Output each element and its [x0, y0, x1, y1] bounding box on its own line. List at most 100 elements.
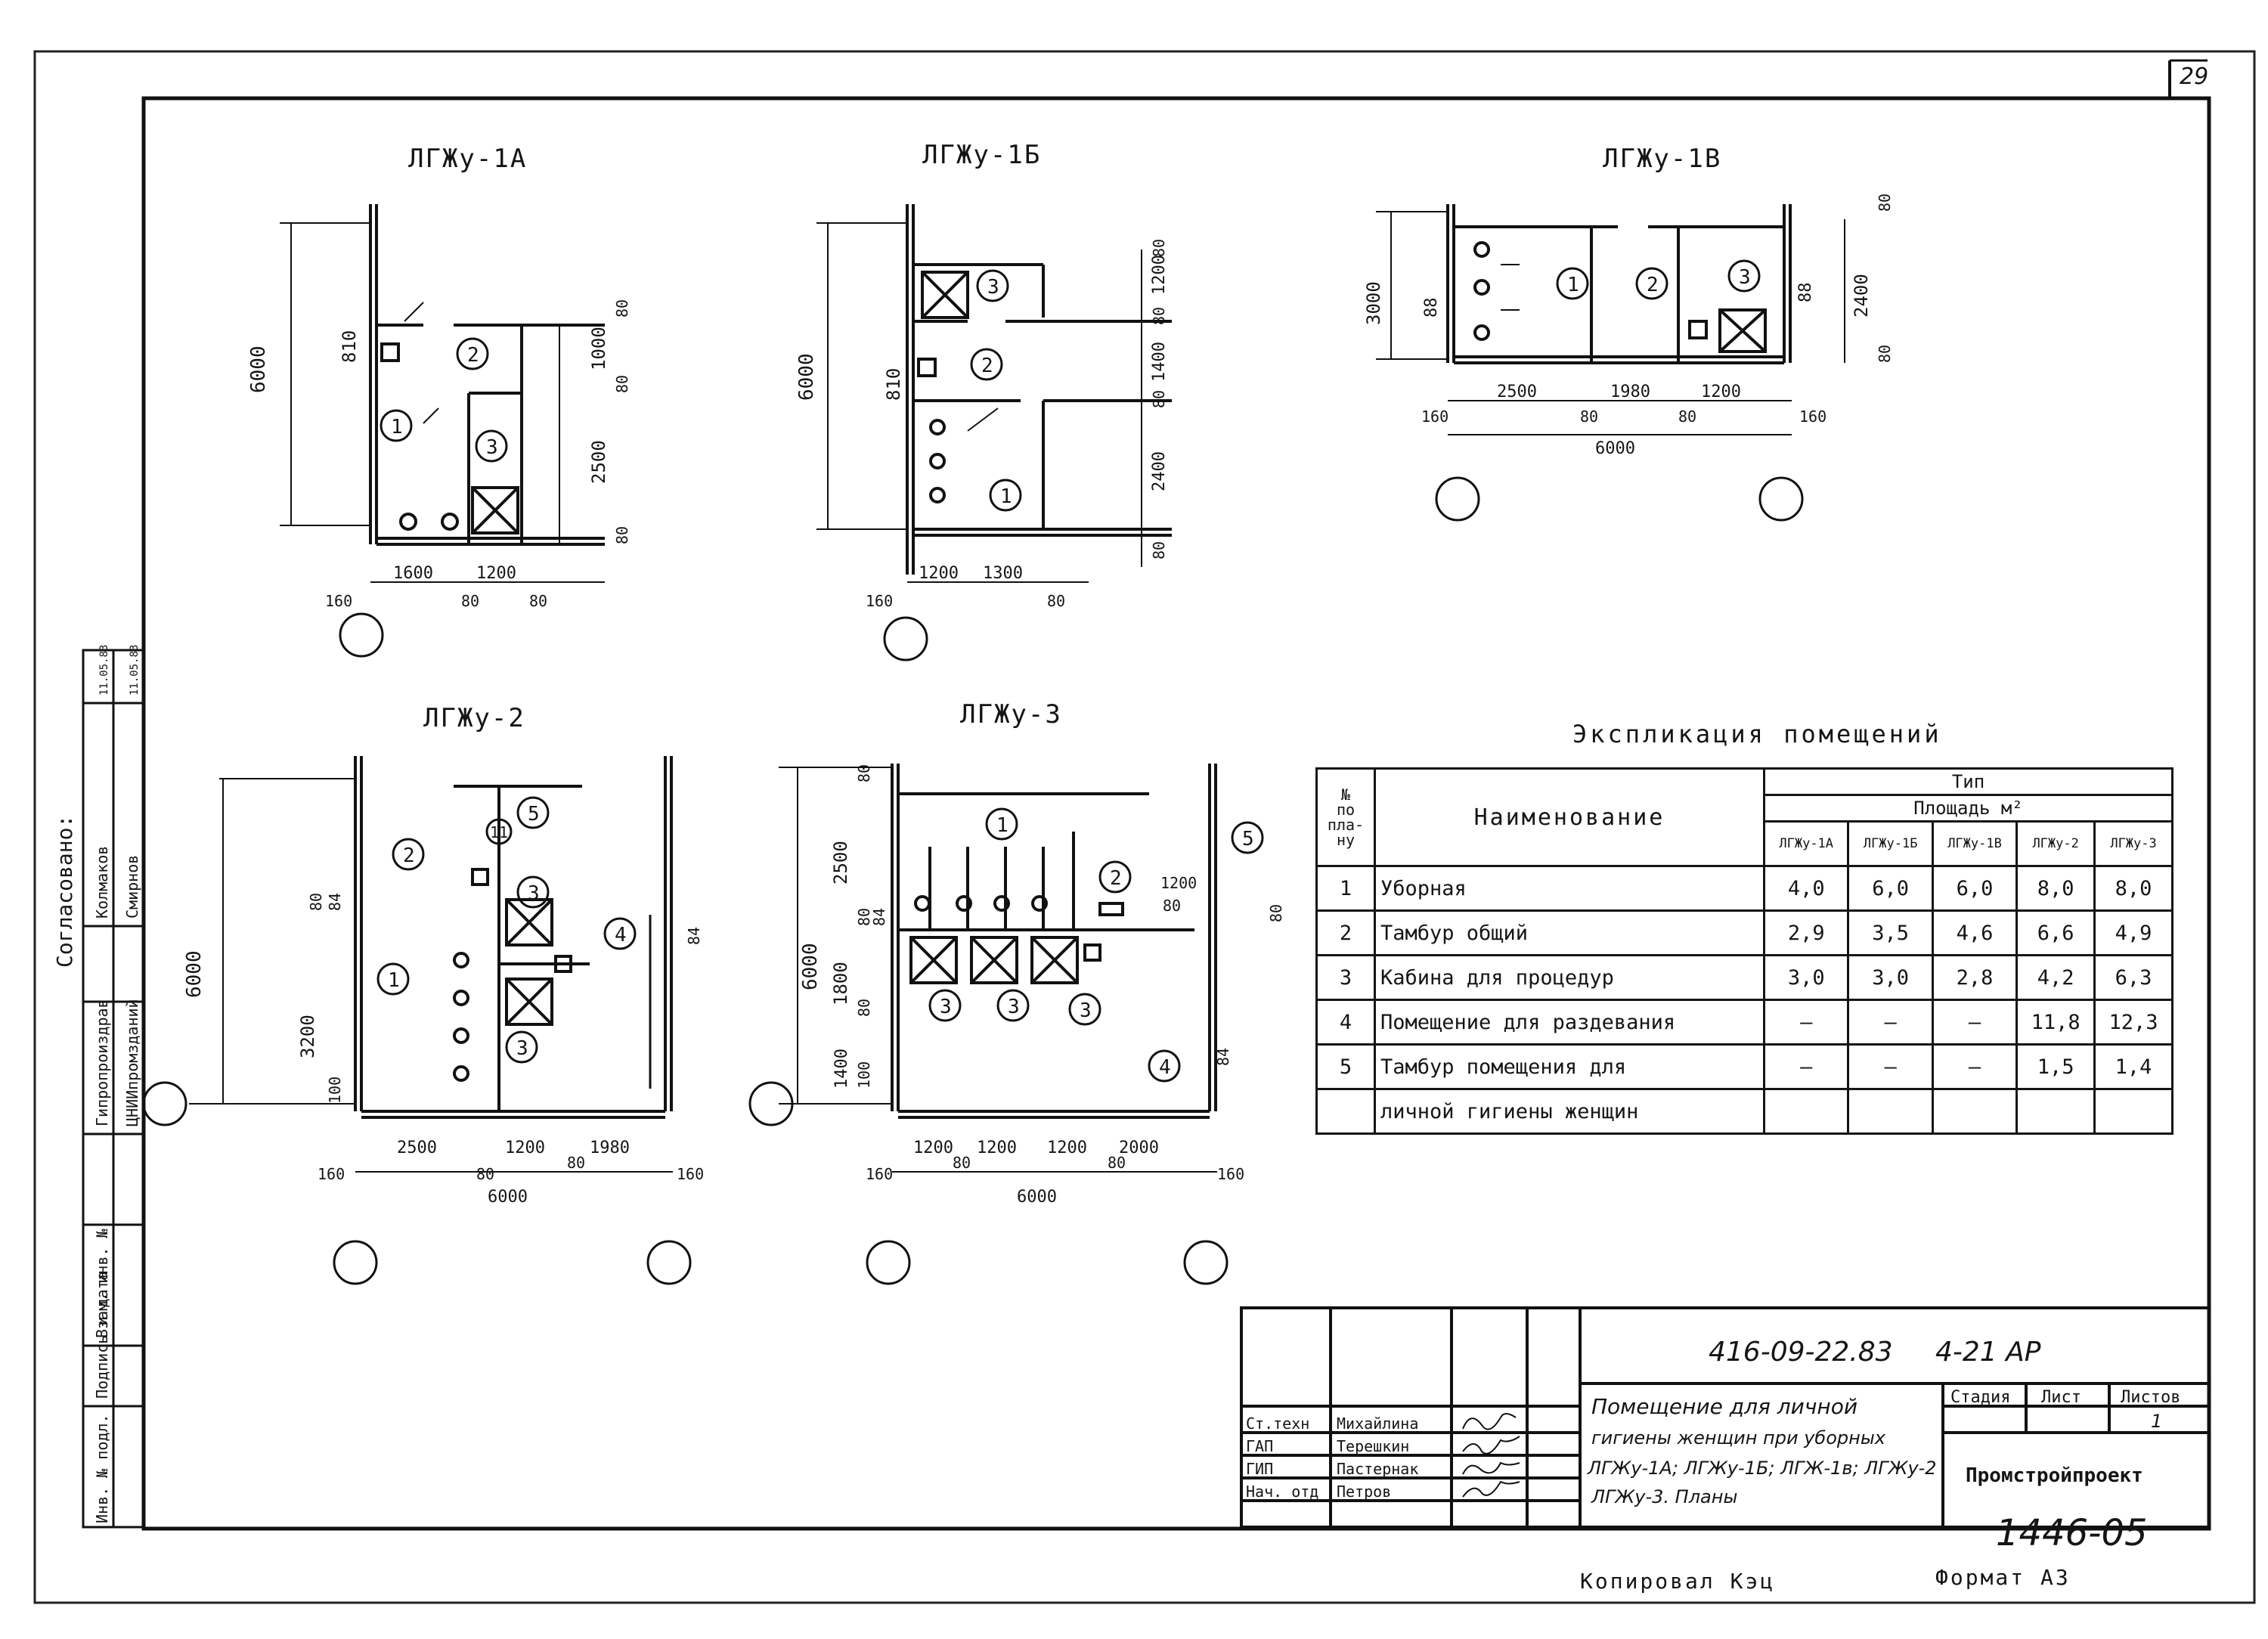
dim-label: 1200	[1150, 255, 1169, 295]
explication-table: № по пла- ну Наименование Тип Площадь м²…	[1315, 767, 2174, 1135]
table-types-row: ЛГЖу-1А ЛГЖу-1Б ЛГЖу-1В ЛГЖу-2 ЛГЖу-3	[1317, 820, 2174, 867]
dim-label: 80	[1163, 897, 1181, 915]
row-value: 4,2	[2015, 954, 2096, 1001]
staff-name-3: Пастернак	[1337, 1460, 1418, 1478]
row-value: 12,3	[2093, 999, 2174, 1046]
row-name: Уборная	[1374, 865, 1765, 912]
dim-label: 1400	[832, 1049, 851, 1089]
staff-role-4: Нач. отд	[1246, 1483, 1318, 1501]
row-value: 3,0	[1762, 954, 1850, 1001]
table-row: 2 Тамбур общий 2,9 3,5 4,6 6,6 4,9	[1315, 909, 2174, 956]
dim-label: 1980	[590, 1139, 630, 1157]
dim-label: 80	[1047, 592, 1065, 610]
room-5-label: 5	[1242, 828, 1254, 850]
room-11-label: 11	[490, 823, 508, 841]
row-value: 1,5	[2015, 1043, 2096, 1090]
row-value: 6,0	[1931, 865, 2019, 912]
room-3b-label: 3	[516, 1037, 528, 1060]
type-col-header: ЛГЖу-1А	[1762, 820, 1850, 867]
desc-line-1: Помещение для личной	[1591, 1394, 1857, 1419]
dim-label: 80	[307, 893, 325, 911]
plan-3-title: ЛГЖу-3	[960, 699, 1062, 730]
dim-label: 3200	[297, 1015, 318, 1058]
dim-label: 80	[1150, 390, 1168, 408]
staff-role-3: ГИП	[1246, 1460, 1273, 1478]
plan-1v-drawing: 1 2 3 3000 88 88 2400 80 80 2500 1980 12…	[1363, 194, 1894, 522]
staff-role-2: ГАП	[1246, 1437, 1273, 1455]
copied-by: Копировал Кэц	[1580, 1569, 1776, 1594]
row-value: 8,0	[2015, 865, 2096, 912]
dim-label: 1200	[1701, 383, 1741, 401]
dim-label: 80	[476, 1165, 494, 1183]
staff-role-1: Ст.техн	[1246, 1414, 1309, 1433]
dim-label: 160	[866, 592, 893, 610]
name-header: Наименование	[1374, 767, 1765, 867]
dim-label: 80	[1876, 345, 1894, 363]
row-value: —	[1847, 999, 1934, 1046]
sheets-label: Листов	[2121, 1388, 2180, 1407]
desc-line-2: гигиены женщин при уборных	[1591, 1427, 1886, 1448]
dim-label: 6000	[183, 950, 206, 998]
dim-label: 3000	[1363, 281, 1384, 325]
dim-label: 810	[339, 330, 360, 363]
dim-label: 80	[855, 999, 873, 1017]
dim-label: 6000	[799, 943, 822, 990]
dim-label: 1600	[393, 564, 433, 583]
dim-label: 88	[1796, 283, 1815, 303]
table-row: личной гигиены женщин	[1315, 1088, 2174, 1135]
sheet-label: Лист	[2041, 1388, 2081, 1407]
dim-label: 80	[529, 592, 547, 610]
row-name: Тамбур помещения для	[1374, 1043, 1765, 1090]
dim-label: 80	[613, 526, 631, 544]
field-replace: Взам. инв. №	[93, 1228, 111, 1338]
table-row: 3 Кабина для процедур 3,0 3,0 2,8 4,2 6,…	[1315, 954, 2174, 1001]
sheet-format: Формат А3	[1935, 1565, 2071, 1590]
row-value: 1,4	[2093, 1043, 2174, 1090]
dim-label: 100	[326, 1077, 344, 1104]
sheets-value: 1	[2151, 1411, 2162, 1432]
row-name: Тамбур общий	[1374, 909, 1765, 956]
type-col-header: ЛГЖу-2	[2015, 820, 2096, 867]
row-value: —	[1931, 999, 2019, 1046]
table-header-row: № по пла- ну Наименование Тип	[1315, 767, 2174, 867]
dim-label: 1200	[505, 1139, 545, 1157]
row-value: 4,9	[2093, 909, 2174, 956]
dim-label: 84	[1214, 1048, 1232, 1066]
row-value: 6,6	[2015, 909, 2096, 956]
dim-label: 2500	[397, 1139, 437, 1157]
plan-2-drawing: 2 1 5 11 3 3 4 6000 80 84 3200 100 84 25…	[142, 756, 704, 1285]
row-value: 3,0	[1847, 954, 1934, 1001]
row-value	[1931, 1088, 2019, 1135]
dim-label: 1200	[919, 564, 959, 583]
row-value: —	[1762, 999, 1850, 1046]
row-value: 8,0	[2093, 865, 2174, 912]
doc-code: 416-09-22.83	[1709, 1337, 1893, 1368]
dim-label: 88	[1422, 298, 1441, 318]
room-1-label: 1	[1000, 485, 1012, 508]
dim-label: 160	[866, 1165, 893, 1183]
dim-label: 160	[318, 1165, 345, 1183]
dim-label: 1200	[476, 564, 516, 583]
dim-label: 2000	[1119, 1139, 1159, 1157]
row-value	[2015, 1088, 2096, 1135]
dim-label: 1200	[1047, 1139, 1087, 1157]
room-1-label: 1	[391, 416, 403, 438]
row-value: 2,9	[1762, 909, 1850, 956]
room-4-label: 4	[615, 924, 627, 947]
title-block: 416-09-22.83 4-21 АР Помещение для лично…	[1240, 1306, 2211, 1529]
dim-label: 80	[855, 764, 873, 782]
plan-1b-drawing: 3 2 1 6000 810 1200 80 1400 80 2400 80 8…	[795, 204, 1172, 661]
room-3-label: 3	[528, 882, 540, 905]
row-value: 2,8	[1931, 954, 2019, 1001]
room-2-label: 2	[403, 844, 415, 867]
dim-label: 6000	[1017, 1188, 1057, 1207]
dim-label: 84	[326, 893, 344, 911]
row-num: 1	[1315, 865, 1376, 912]
dim-label: 1400	[1150, 342, 1169, 382]
room-2-label: 2	[467, 344, 479, 367]
row-num	[1315, 1088, 1376, 1135]
plan-3-drawing: 1 2 3 3 3 4 5 80 2500 80 84 1800 80 1400…	[748, 764, 1285, 1285]
album-code: 4-21 АР	[1935, 1337, 2041, 1368]
row-value: —	[1762, 1043, 1850, 1090]
